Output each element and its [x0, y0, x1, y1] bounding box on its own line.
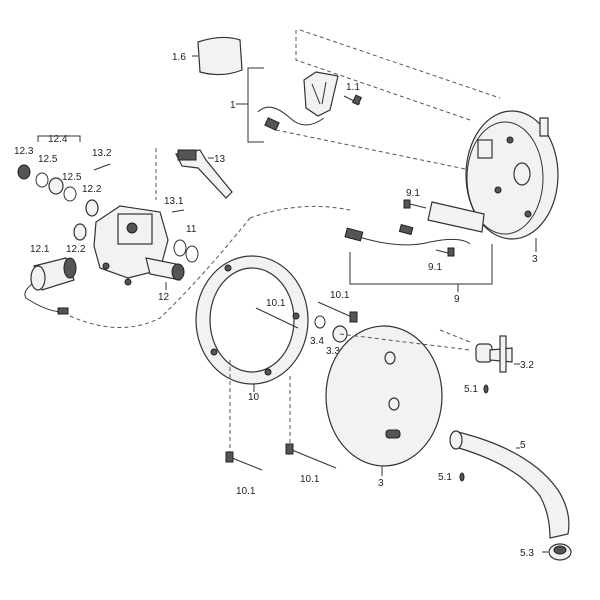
- label-1: 1: [230, 100, 236, 111]
- part-13-2-pin[interactable]: [93, 163, 111, 171]
- part-11-orings[interactable]: [173, 239, 199, 263]
- label-11: 11: [186, 224, 197, 235]
- part-12-2-filter-b[interactable]: [73, 223, 87, 241]
- part-3-4-washer[interactable]: [314, 315, 326, 329]
- label-9-1-a: 9.1: [406, 188, 420, 199]
- label-10-1-c: 10.1: [236, 486, 256, 497]
- label-5: 5: [520, 440, 526, 451]
- label-13: 13: [214, 154, 226, 165]
- part-3-front-cover[interactable]: [325, 325, 443, 467]
- label-10-1-b: 10.1: [330, 290, 350, 301]
- label-3-lower: 3: [378, 478, 384, 489]
- part-12-2-filter-a[interactable]: [85, 199, 99, 217]
- label-3-4: 3.4: [310, 336, 324, 347]
- label-13-1: 13.1: [164, 196, 184, 207]
- label-1-1: 1.1: [346, 82, 360, 93]
- part-5-spout[interactable]: [449, 430, 570, 539]
- label-10-1-d: 10.1: [300, 474, 320, 485]
- part-12-spindle[interactable]: [145, 257, 185, 281]
- part-9-1-screw-a[interactable]: [403, 199, 427, 209]
- label-1-6: 1.6: [172, 52, 186, 63]
- part-10-1-screw-c[interactable]: [225, 451, 263, 471]
- part-12-3-plug[interactable]: [17, 164, 31, 180]
- part-10-mounting-ring[interactable]: [195, 255, 309, 385]
- part-5-1-screw-b[interactable]: [459, 472, 465, 482]
- part-9-sensor-assembly[interactable]: [344, 201, 485, 246]
- part-10-1-screw-d[interactable]: [285, 443, 337, 469]
- label-9-1-b: 9.1: [428, 262, 442, 273]
- label-9: 9: [454, 294, 460, 305]
- part-1-sensor-bracket[interactable]: [257, 71, 339, 131]
- label-12-2-b: 12.2: [66, 244, 86, 255]
- part-5-3-aerator[interactable]: [548, 543, 572, 561]
- part-9-1-screw-b[interactable]: [435, 247, 455, 257]
- label-5-3: 5.3: [520, 548, 534, 559]
- label-12-2-a: 12.2: [82, 184, 102, 195]
- part-12-1-solenoid[interactable]: [24, 257, 77, 315]
- part-1-1-screw[interactable]: [343, 94, 363, 106]
- label-5-1-a: 5.1: [464, 384, 478, 395]
- part-12-4-seal[interactable]: [48, 177, 64, 195]
- part-1-6-cap[interactable]: [197, 36, 243, 76]
- part-13-valve-cartridge[interactable]: [175, 149, 233, 199]
- part-12-5-oring-b[interactable]: [63, 186, 77, 202]
- label-12: 12: [158, 292, 170, 303]
- part-12-5-oring-a[interactable]: [35, 172, 49, 188]
- part-10-1-screw-b[interactable]: [317, 301, 358, 323]
- label-12-5-b: 12.5: [62, 172, 82, 183]
- label-10: 10: [248, 392, 260, 403]
- part-10-1-screw-a[interactable]: [255, 307, 299, 329]
- part-5-1-screw-a[interactable]: [483, 384, 489, 394]
- label-3-3: 3.3: [326, 346, 340, 357]
- part-3-back-plate[interactable]: [465, 110, 559, 240]
- label-12-3: 12.3: [14, 146, 34, 157]
- part-13-1-screw[interactable]: [171, 209, 185, 213]
- part-3-2-handle[interactable]: [475, 335, 513, 373]
- label-12-5-a: 12.5: [38, 154, 58, 165]
- label-10-1-a: 10.1: [266, 298, 286, 309]
- label-3-upper: 3: [532, 254, 538, 265]
- label-12-4: 12.4: [48, 134, 68, 145]
- label-12-1: 12.1: [30, 244, 50, 255]
- label-5-1-b: 5.1: [438, 472, 452, 483]
- label-13-2: 13.2: [92, 148, 112, 159]
- label-3-2: 3.2: [520, 360, 534, 371]
